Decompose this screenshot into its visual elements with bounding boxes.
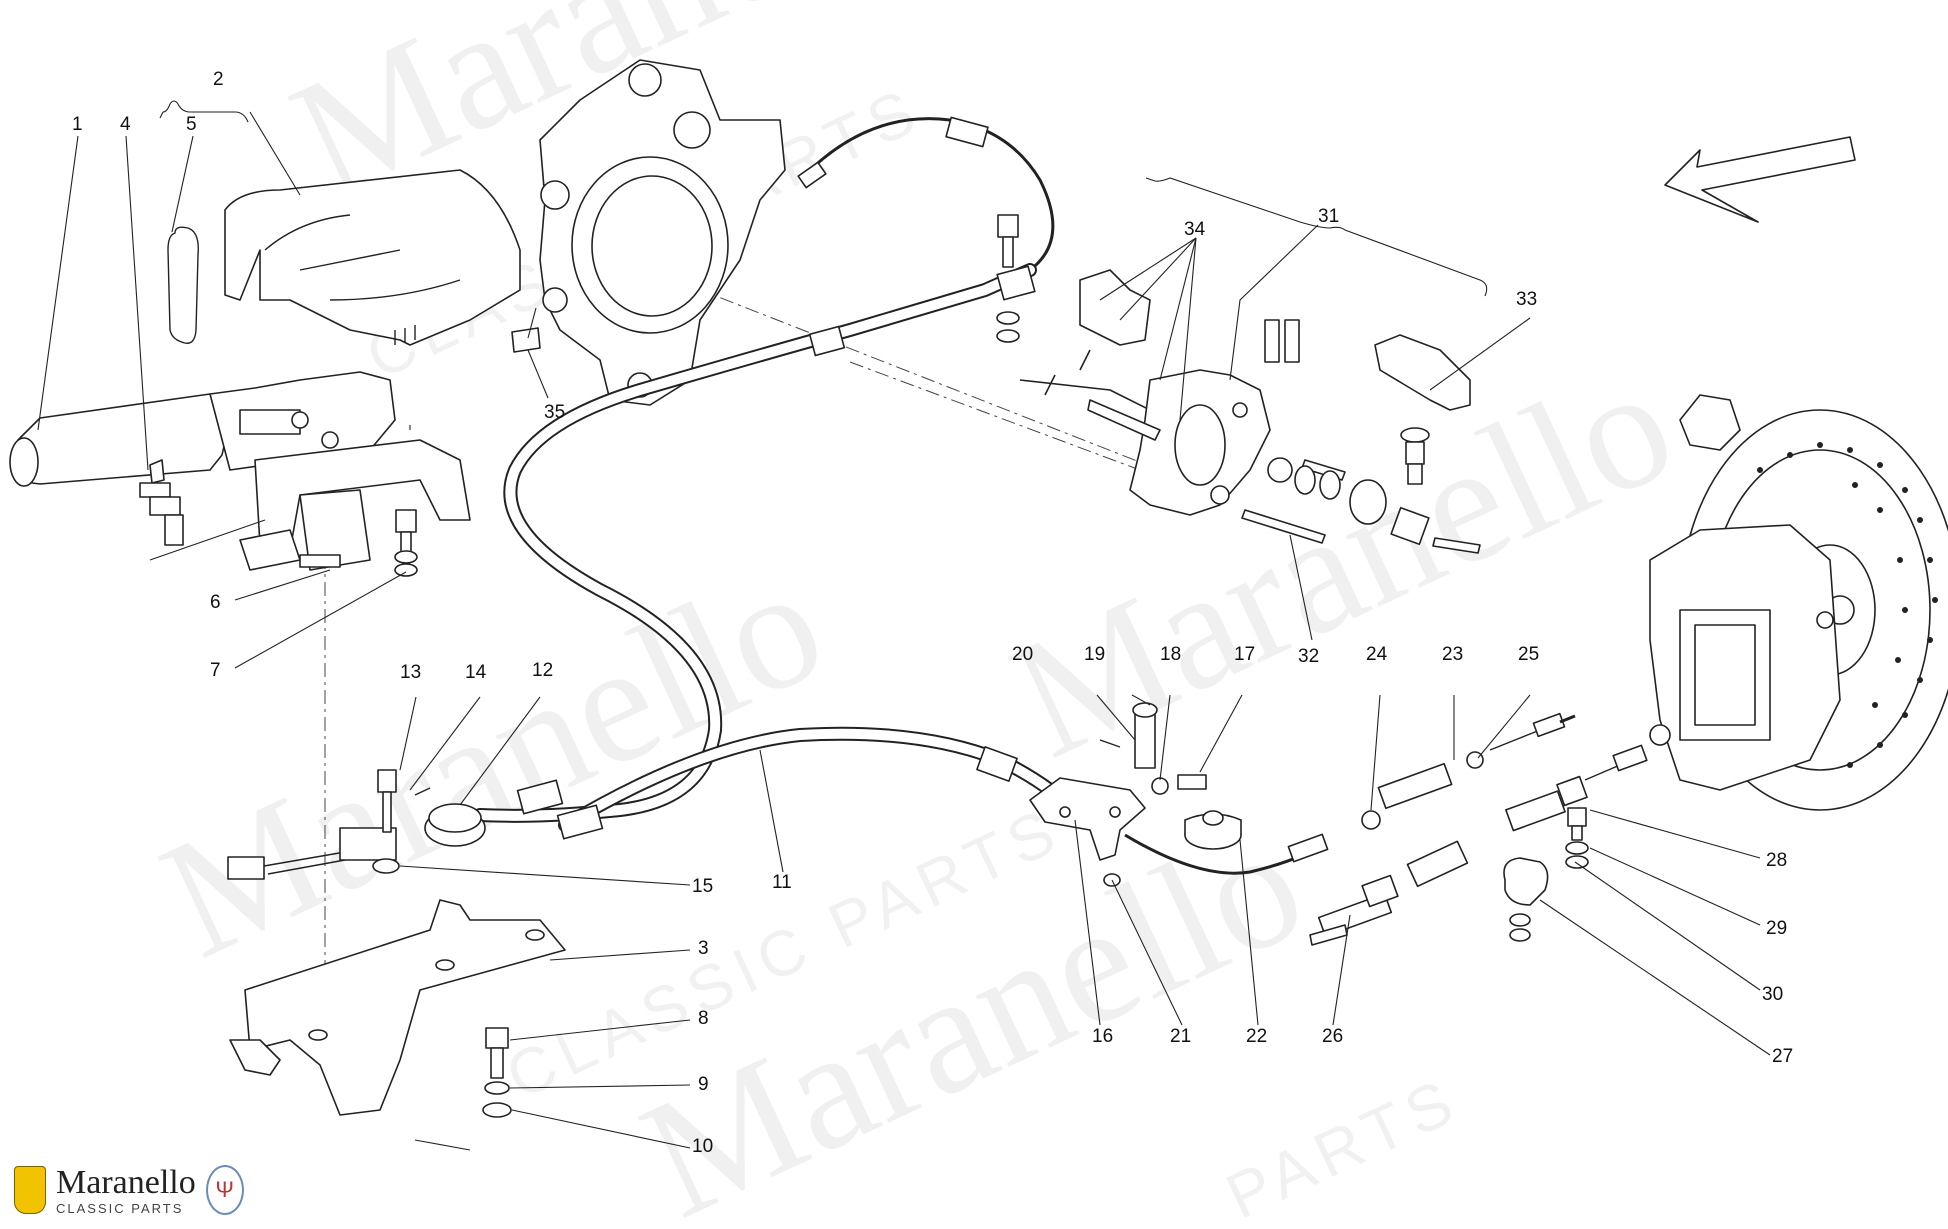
handbrake-lever	[9, 371, 396, 487]
callout-16: 16	[1092, 1026, 1113, 1047]
callout-30: 30	[1762, 984, 1783, 1005]
callout-12: 12	[532, 660, 553, 681]
logo-subtitle: CLASSIC PARTS	[56, 1200, 184, 1216]
callout-11: 11	[772, 872, 792, 893]
callout-25: 25	[1518, 644, 1539, 665]
leader-lines	[37, 100, 1771, 1151]
adjuster-assembly	[227, 769, 431, 880]
direction-arrow-icon	[1664, 136, 1856, 223]
cable-clip	[511, 327, 541, 353]
caliper-clip-hardware	[1503, 807, 1589, 942]
callout-33: 33	[1516, 289, 1537, 310]
callout-14: 14	[465, 662, 487, 683]
logo-name: Maranello	[56, 1163, 196, 1201]
maserati-trident-icon: Ψ	[205, 1165, 244, 1215]
callout-32: 32	[1298, 646, 1319, 667]
callout-19: 19	[1084, 644, 1105, 665]
callout-20: 20	[1012, 644, 1033, 665]
callout-1: 1	[72, 114, 83, 135]
upper-right-bracket	[1374, 334, 1471, 485]
callout-23: 23	[1442, 644, 1463, 665]
callout-34: 34	[1184, 219, 1206, 240]
lever-base-bracket	[239, 439, 471, 571]
alignment-lines	[324, 277, 1161, 1040]
callout-15: 15	[692, 876, 713, 897]
callout-18: 18	[1160, 644, 1181, 665]
hub-carrier	[539, 59, 786, 406]
callout-17: 17	[1234, 644, 1255, 665]
callout-26: 26	[1322, 1026, 1343, 1047]
callout-35: 35	[544, 402, 565, 423]
callout-27: 27	[1772, 1046, 1793, 1067]
watermark-parts: PARTS	[1215, 1063, 1470, 1229]
brake-disc-caliper	[1649, 394, 1948, 811]
callout-21: 21	[1170, 1026, 1191, 1047]
callout-5: 5	[186, 114, 197, 135]
lower-cable	[439, 726, 1057, 840]
callout-labels: 1 2 3 4 5 6 7 8 9 10 11 12 13 14 15 16 1…	[72, 69, 1793, 1157]
callout-24: 24	[1366, 644, 1388, 665]
callout-10: 10	[692, 1136, 713, 1157]
lower-bracket	[229, 899, 566, 1116]
right-cable-fittings	[1124, 712, 1648, 946]
lever-boot	[224, 169, 521, 346]
callout-28: 28	[1766, 850, 1787, 871]
cable-mount-bolt	[996, 214, 1020, 343]
callout-22: 22	[1246, 1026, 1267, 1047]
callout-4: 4	[120, 114, 131, 135]
ferrari-shield-icon	[14, 1166, 46, 1214]
watermark-brand-4: Maranello	[986, 328, 1699, 794]
logo-text: Maranello CLASSIC PARTS	[56, 1163, 196, 1216]
callout-2: 2	[213, 69, 224, 90]
maranello-logo: Maranello CLASSIC PARTS Ψ	[14, 1160, 244, 1220]
lever-bolt-stack	[299, 509, 418, 577]
callout-29: 29	[1766, 918, 1787, 939]
cable-bracket	[1029, 702, 1242, 887]
callout-9: 9	[698, 1074, 709, 1095]
callout-13: 13	[400, 662, 421, 683]
washer-set	[1294, 465, 1481, 554]
callout-7: 7	[210, 660, 221, 681]
upper-cable	[473, 116, 1055, 823]
bracket-bolt-stack	[482, 1027, 512, 1118]
callout-8: 8	[698, 1008, 709, 1029]
callout-3: 3	[698, 938, 709, 959]
callout-31: 31	[1318, 206, 1339, 227]
lever-bolt	[139, 459, 184, 546]
callout-6: 6	[210, 592, 221, 613]
cable-grommet	[424, 803, 486, 847]
ring-clip	[167, 226, 199, 344]
